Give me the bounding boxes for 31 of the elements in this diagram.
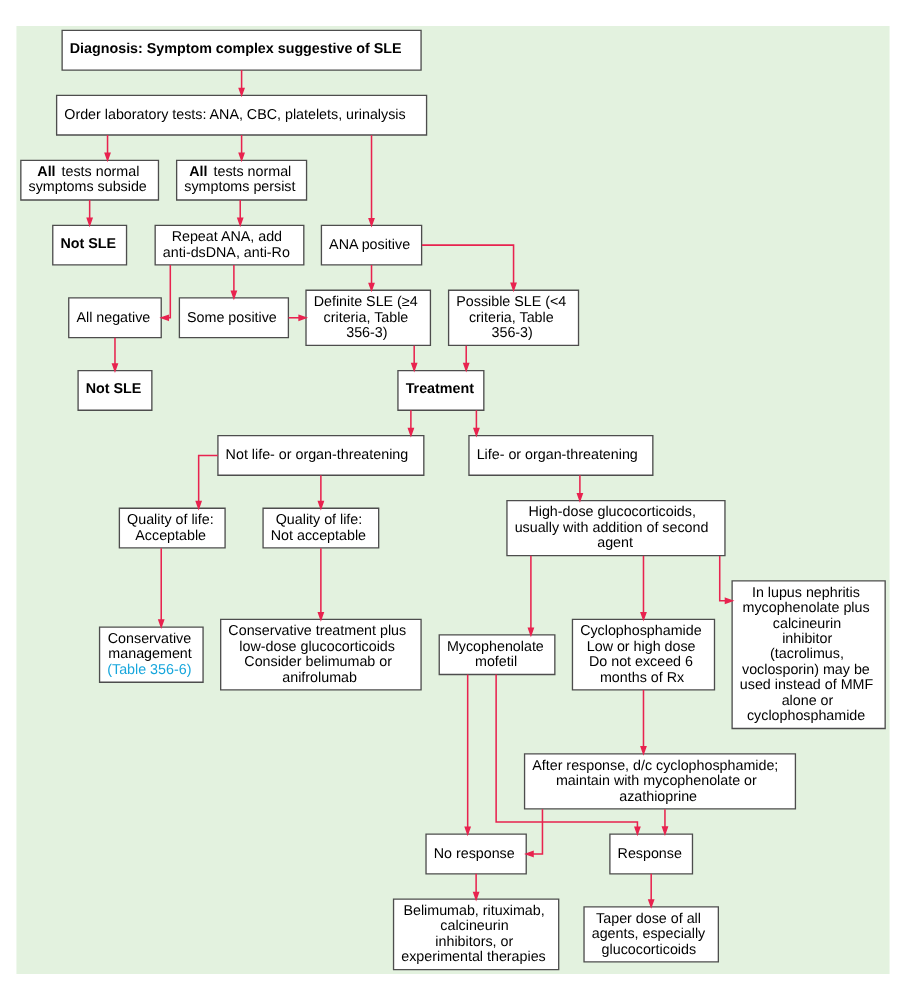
arrow xyxy=(287,314,309,322)
arrow xyxy=(472,873,480,902)
arrow xyxy=(317,547,325,622)
arrow xyxy=(464,673,472,837)
arrow xyxy=(157,547,165,630)
arrow xyxy=(462,344,470,373)
arrow xyxy=(230,264,238,301)
arrow xyxy=(718,555,735,605)
arrow xyxy=(410,344,418,373)
arrow xyxy=(661,808,669,837)
arrow xyxy=(640,555,647,622)
arrow xyxy=(421,244,517,293)
arrow xyxy=(576,474,584,503)
arrow xyxy=(86,199,94,228)
arrow xyxy=(238,69,245,98)
arrow xyxy=(111,336,119,373)
arrow xyxy=(104,134,111,163)
arrow xyxy=(368,264,375,293)
arrow xyxy=(195,454,219,511)
arrow xyxy=(368,134,375,228)
arrow xyxy=(317,474,325,511)
arrow xyxy=(407,409,415,438)
arrow xyxy=(238,134,245,163)
arrow xyxy=(647,873,655,909)
arrow xyxy=(527,555,535,638)
arrow xyxy=(524,808,544,858)
arrow xyxy=(495,673,641,837)
arrow xyxy=(159,264,172,322)
arrow xyxy=(473,409,480,438)
arrow xyxy=(236,199,244,228)
arrow xyxy=(640,689,647,756)
